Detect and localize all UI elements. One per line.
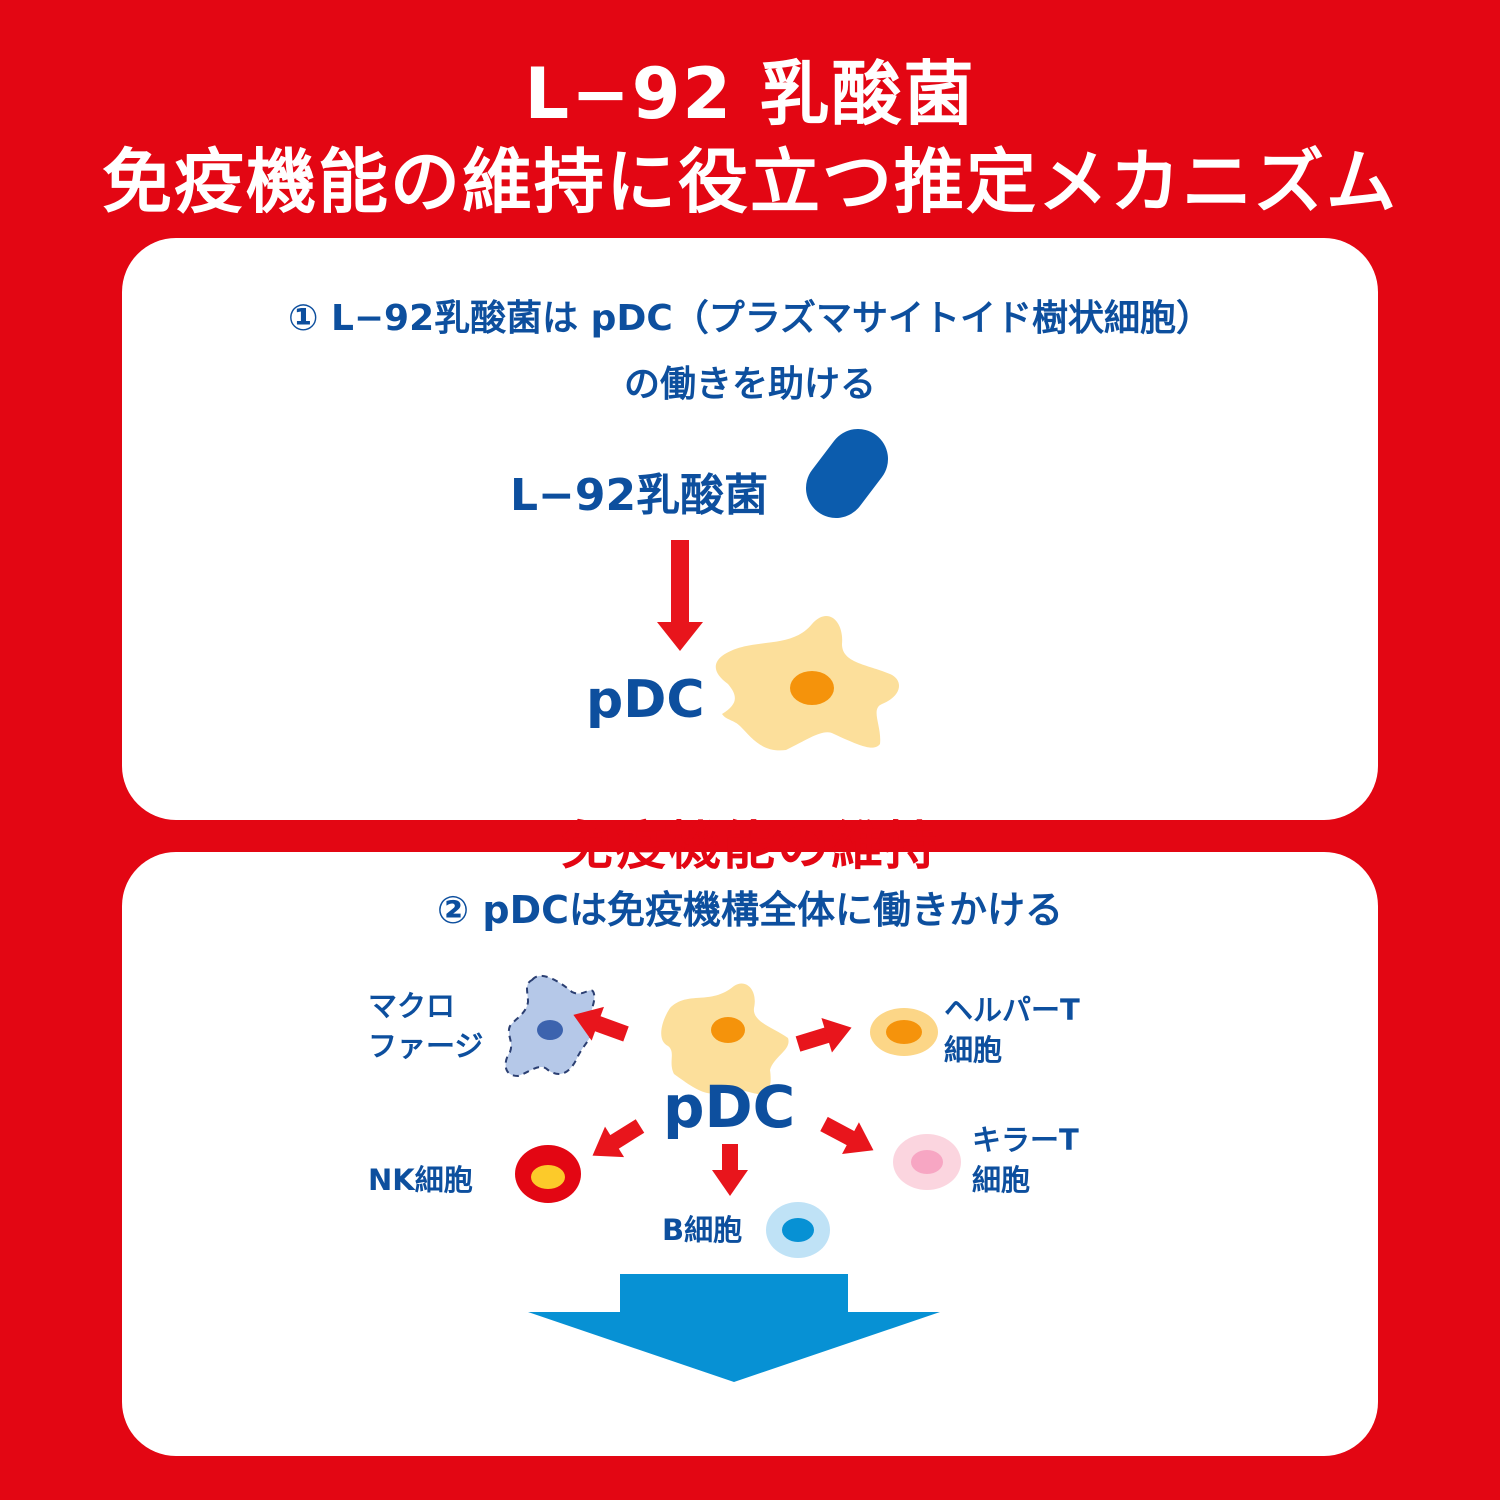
result-text: 免疫機能の維持	[560, 817, 939, 877]
helper-t-label-line-2: 細胞	[944, 1033, 1003, 1067]
step2-illustration	[504, 974, 961, 1382]
macrophage-icon	[504, 974, 596, 1078]
arrow-to-b-cell	[712, 1144, 748, 1196]
step1-down-arrow	[657, 540, 703, 651]
killer-t-label: キラーT 細胞	[972, 1120, 1079, 1200]
arrow-to-nk-cell	[592, 1119, 645, 1158]
nk-cell-icon	[515, 1145, 581, 1203]
result-arrow	[528, 1274, 940, 1382]
macrophage-label-line-1: マクロ	[368, 989, 456, 1023]
pdc-label: pDC	[586, 670, 705, 730]
step2-panel: ② pDCは免疫機構全体に働きかける	[122, 852, 1378, 1456]
page-title: L−92 乳酸菌 免疫機能の維持に役立つ推定メカニズム	[0, 50, 1500, 226]
step1-heading-line-2: の働きを助ける	[623, 364, 876, 405]
killer-t-label-line-1: キラーT	[972, 1123, 1079, 1157]
macrophage-label: マクロ ファージ	[368, 986, 483, 1066]
step1-heading: ① L−92乳酸菌は pDC（プラズマサイトイド樹状細胞） の働きを助ける	[122, 286, 1378, 418]
nk-cell-label: NK細胞	[368, 1163, 473, 1197]
killer-t-label-line-2: 細胞	[972, 1163, 1031, 1197]
step1-panel: ① L−92乳酸菌は pDC（プラズマサイトイド樹状細胞） の働きを助ける L−…	[122, 238, 1378, 820]
arrow-to-killer-t	[820, 1116, 874, 1154]
arrow-to-macrophage	[573, 1006, 629, 1042]
helper-t-cell-icon	[870, 1008, 938, 1056]
helper-t-label-line-1: ヘルパーT	[944, 993, 1080, 1027]
killer-t-cell-icon	[893, 1134, 961, 1190]
b-cell-icon	[766, 1202, 830, 1258]
bacteria-label: L−92乳酸菌	[510, 470, 769, 521]
central-pdc-cell-icon	[661, 983, 789, 1095]
step2-pdc-label: pDC	[663, 1073, 796, 1141]
macrophage-label-line-2: ファージ	[368, 1029, 484, 1063]
helper-t-label: ヘルパーT 細胞	[944, 990, 1080, 1070]
step1-illustration	[657, 429, 900, 751]
arrow-to-helper-t	[795, 1018, 852, 1053]
step1-heading-line-1: ① L−92乳酸菌は pDC（プラズマサイトイド樹状細胞）	[287, 298, 1213, 339]
title-line-2: 免疫機能の維持に役立つ推定メカニズム	[102, 141, 1398, 223]
pdc-cell-icon	[715, 616, 900, 751]
bacteria-icon	[806, 429, 888, 518]
b-cell-label: B細胞	[662, 1213, 743, 1247]
step2-heading: ② pDCは免疫機構全体に働きかける	[436, 888, 1064, 932]
title-line-1: L−92 乳酸菌	[524, 53, 976, 135]
